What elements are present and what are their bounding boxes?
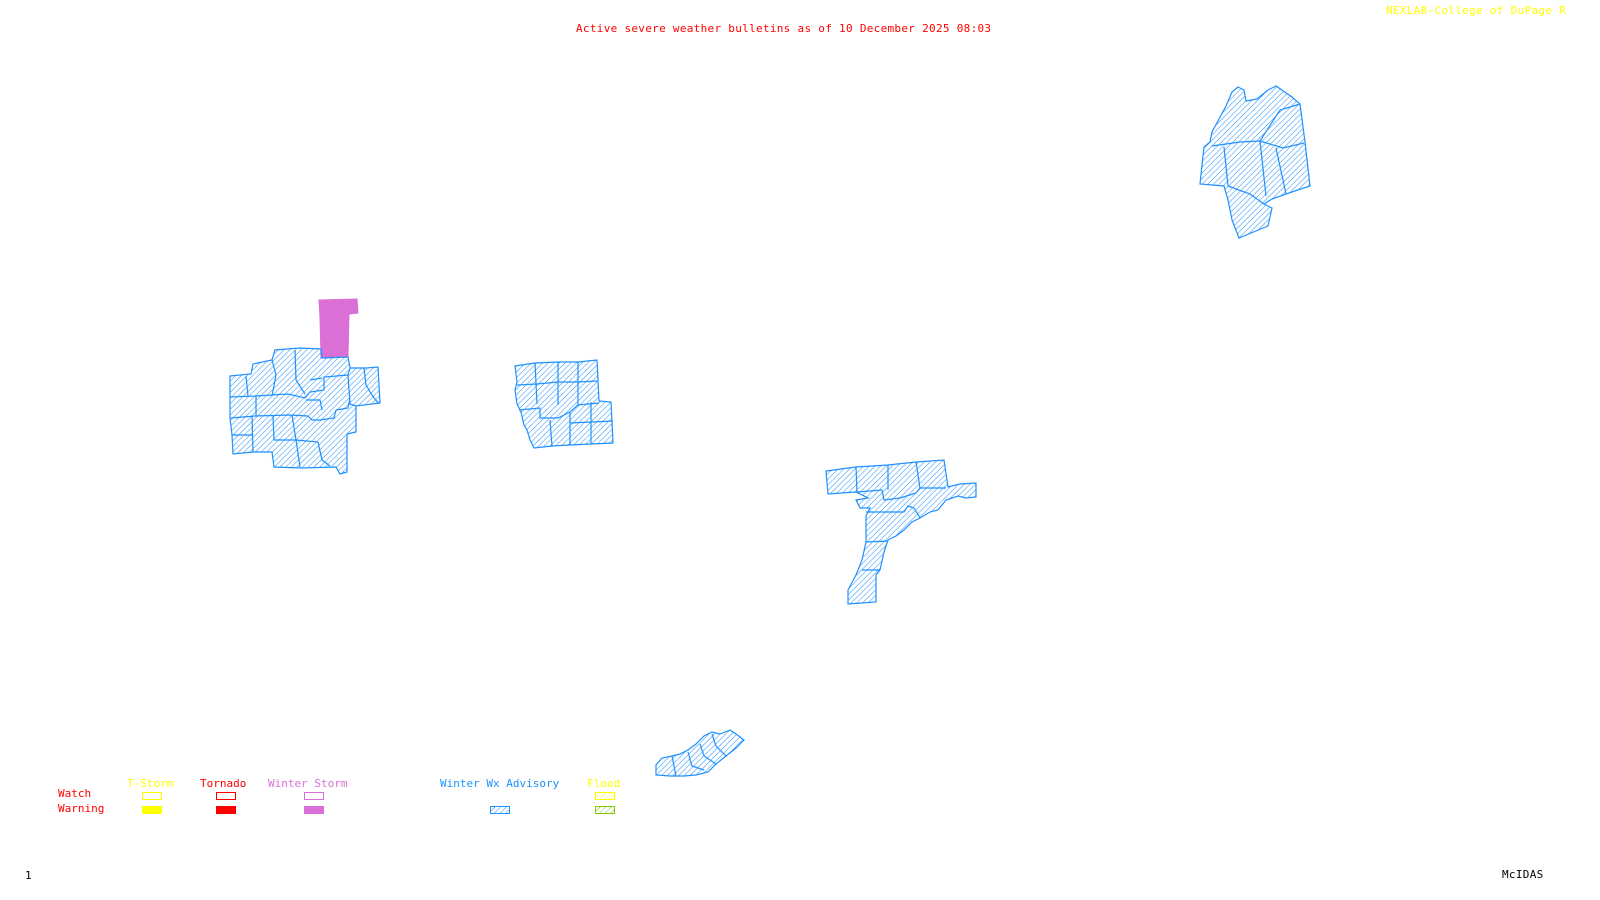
legend-tornado-label: Tornado: [200, 777, 247, 790]
area-central-cluster[interactable]: [514, 359, 614, 449]
legend-tstorm-watch-swatch: [142, 792, 162, 800]
legend-tstorm-warning-swatch: [142, 806, 162, 814]
legend-row-warning: Warning: [58, 802, 105, 815]
legend-winter-wx-advisory-label: Winter Wx Advisory: [440, 777, 560, 790]
legend-winter-storm-label: Winter Storm: [268, 777, 348, 790]
legend-flood-label: Flood: [587, 777, 621, 790]
legend-tornado-watch-swatch: [216, 792, 236, 800]
area-south-cluster[interactable]: [655, 729, 745, 777]
legend-flood-watch-swatch: [595, 792, 615, 800]
map-title: Active severe weather bulletins as of 10…: [576, 22, 992, 35]
credit-label: NEXLAB-College of DuPage R: [1386, 5, 1566, 17]
area-northeast-cluster[interactable]: [1199, 85, 1311, 239]
area-west-north-strip[interactable]: [318, 298, 359, 359]
legend-tstorm-label: T-Storm: [127, 777, 174, 790]
area-east-central-cluster[interactable]: [825, 459, 977, 605]
credit-text: NEXLAB-College of DuPage: [1386, 4, 1553, 17]
legend-winter-storm-watch-swatch: [304, 792, 324, 800]
truncated-glyph-icon: R: [1552, 4, 1567, 17]
frame-number: 1: [25, 869, 32, 882]
legend-flood-warning-swatch: [595, 806, 615, 814]
legend-winter-wx-advisory-swatch: [490, 806, 510, 814]
legend-row-watch: Watch: [58, 787, 92, 800]
legend-tornado-warning-swatch: [216, 806, 236, 814]
legend-winter-storm-warning-swatch: [304, 806, 324, 814]
software-label: McIDAS: [1502, 868, 1544, 881]
area-west-cluster[interactable]: [229, 347, 381, 475]
